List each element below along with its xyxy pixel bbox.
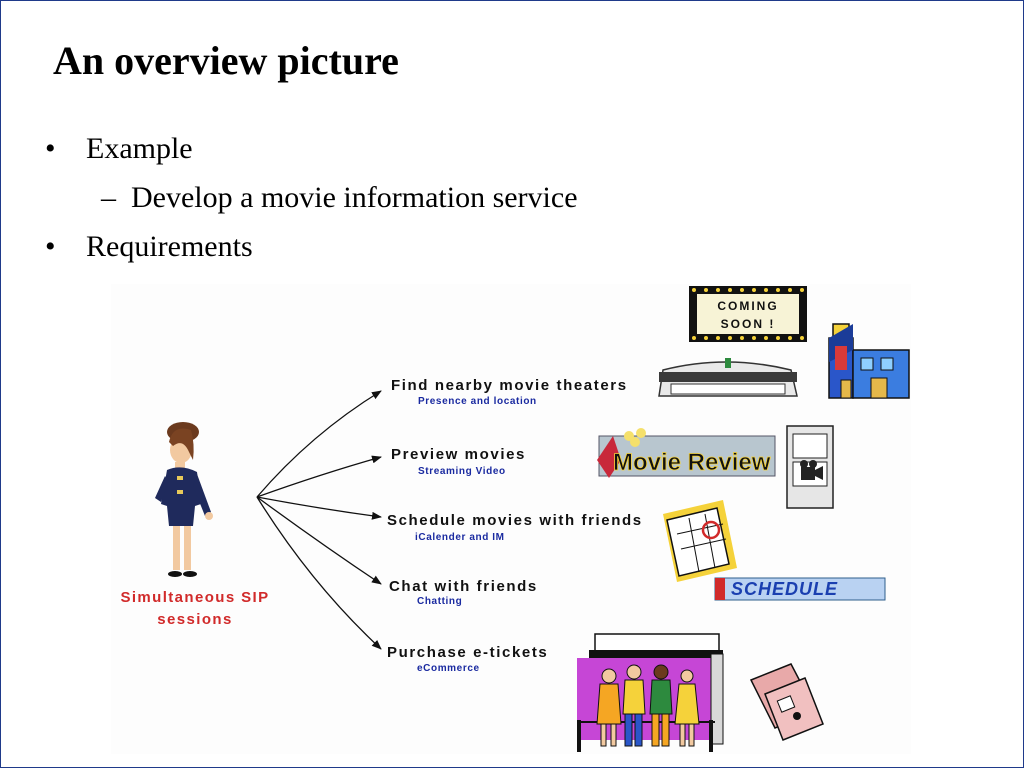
bullet-text: Example	[86, 132, 193, 165]
fan-arrows	[256, 390, 382, 650]
woman-figure-icon	[155, 422, 213, 577]
marquee-line1: COMING	[717, 299, 778, 313]
queue-person-1	[596, 668, 622, 747]
bullet-mark: •	[45, 230, 56, 263]
arrow-to-preview	[256, 455, 382, 498]
sip-label-line1: Simultaneous SIP	[120, 589, 269, 606]
diagram-svg: Simultaneous SIP sessions Find nearby mo…	[120, 286, 910, 752]
arrow-to-purchase	[256, 496, 382, 650]
queue-person-2	[622, 664, 646, 747]
queue-person-3	[649, 664, 673, 747]
film-strip-icon	[786, 425, 834, 509]
sip-label-line2: sessions	[157, 611, 232, 628]
slide-title: An overview picture	[53, 38, 399, 83]
theater-marquee-icon	[658, 358, 798, 397]
cinema-building-icon	[828, 323, 910, 399]
service-sub-theaters: Presence and location	[418, 396, 537, 407]
arrow-to-chat	[256, 496, 382, 585]
marquee-line2: SOON !	[721, 317, 776, 331]
service-sub-preview: Streaming Video	[418, 466, 506, 477]
coming-soon-marquee-icon: COMING SOON !	[689, 286, 807, 342]
movie-review-text: Movie Review	[613, 449, 771, 476]
movie-review-banner-icon: Movie Review	[597, 428, 776, 478]
service-label-preview: Preview movies	[391, 446, 526, 463]
service-sub-chat: Chatting	[417, 596, 462, 607]
bullet-mark: –	[101, 181, 116, 214]
arrow-to-theaters	[256, 390, 382, 498]
sip-services-diagram: Simultaneous SIP sessions Find nearby mo…	[111, 284, 911, 754]
service-sub-purchase: eCommerce	[417, 663, 480, 674]
schedule-text: SCHEDULE	[731, 579, 838, 599]
schedule-banner-icon: SCHEDULE	[714, 577, 886, 601]
queue-person-4	[674, 669, 700, 747]
service-sub-schedule: iCalender and IM	[415, 532, 505, 543]
service-label-chat: Chat with friends	[389, 578, 538, 595]
service-label-theaters: Find nearby movie theaters	[391, 377, 628, 394]
bullet-mark: •	[45, 132, 56, 165]
calendar-icon	[663, 500, 737, 582]
service-label-schedule: Schedule movies with friends	[387, 512, 643, 529]
bullet-text: Develop a movie information service	[131, 181, 578, 214]
ticket-queue-icon	[577, 633, 724, 752]
service-label-purchase: Purchase e-tickets	[387, 644, 548, 661]
arrow-to-schedule	[256, 496, 382, 520]
tickets-icon	[749, 663, 824, 741]
bullet-text: Requirements	[86, 230, 253, 263]
